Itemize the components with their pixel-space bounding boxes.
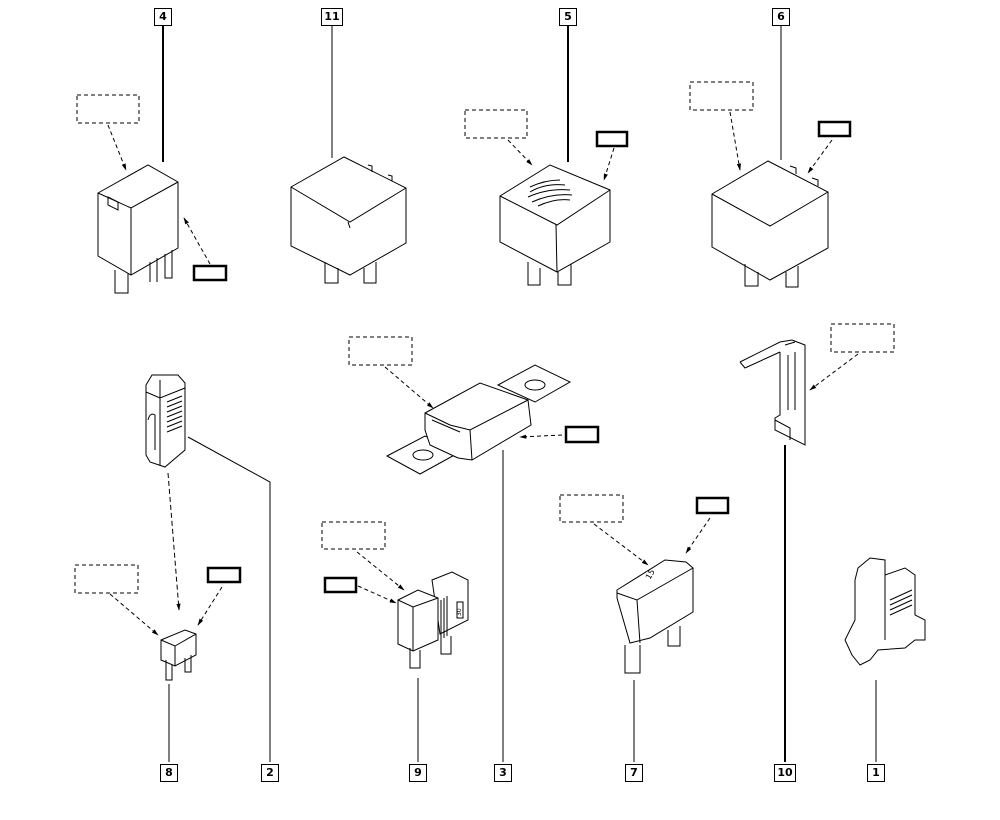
solid-label-box [695, 496, 730, 515]
solid-label-box [206, 566, 242, 584]
solid-label-box [817, 120, 852, 138]
dashed-label-box [321, 521, 386, 550]
part-2-fuse-puller [145, 374, 271, 762]
arrow [167, 472, 181, 611]
callout-10: 10 [774, 764, 796, 782]
part-4-relay [76, 26, 228, 294]
callout-3: 3 [494, 764, 512, 782]
arrow [807, 139, 833, 174]
arrow [519, 434, 563, 439]
callout-6: 6 [772, 8, 790, 26]
fuse-rating-15: 15 [644, 568, 657, 581]
dashed-label-box [74, 564, 139, 594]
callout-5: 5 [559, 8, 577, 26]
dashed-label-box [689, 81, 754, 111]
part-6-relay [689, 26, 852, 288]
solid-label-box [192, 264, 228, 282]
part-11-relay [290, 26, 407, 284]
part-1-terminal-clip [844, 557, 926, 762]
arrow [507, 139, 533, 166]
part-3-bolt-fuse [348, 336, 600, 762]
solid-label-box [564, 425, 600, 444]
arrow [356, 551, 405, 591]
dashed-label-box [348, 336, 413, 366]
solid-label-box [323, 576, 358, 594]
callout-1: 1 [867, 764, 885, 782]
callout-7: 7 [625, 764, 643, 782]
arrow [809, 353, 859, 391]
dashed-label-box [830, 323, 895, 353]
fuse-rating-30: 30 [456, 608, 463, 616]
part-9-blade-fuse [321, 521, 469, 762]
dashed-label-box [464, 109, 528, 139]
callout-8: 8 [160, 764, 178, 782]
dashed-label-box [76, 94, 140, 124]
part-10-fuse-holder [739, 323, 895, 762]
part-8-mini-fuse [74, 564, 242, 762]
arrow [603, 147, 615, 181]
arrow [357, 585, 397, 604]
arrow [685, 517, 711, 554]
callout-4: 4 [154, 8, 172, 26]
callout-2: 2 [261, 764, 279, 782]
arrow [109, 593, 159, 636]
dashed-label-box [559, 494, 624, 523]
arrow [729, 111, 741, 171]
leader-line-2 [187, 436, 271, 762]
solid-label-box [595, 130, 629, 148]
arrow [593, 523, 649, 566]
arrow [384, 366, 434, 409]
part-5-relay [464, 26, 629, 286]
arrow [197, 586, 223, 626]
arrow [183, 217, 211, 265]
arrow [107, 124, 127, 171]
callout-9: 9 [409, 764, 427, 782]
part-7-maxi-fuse [559, 494, 730, 762]
callout-11: 11 [321, 8, 343, 26]
